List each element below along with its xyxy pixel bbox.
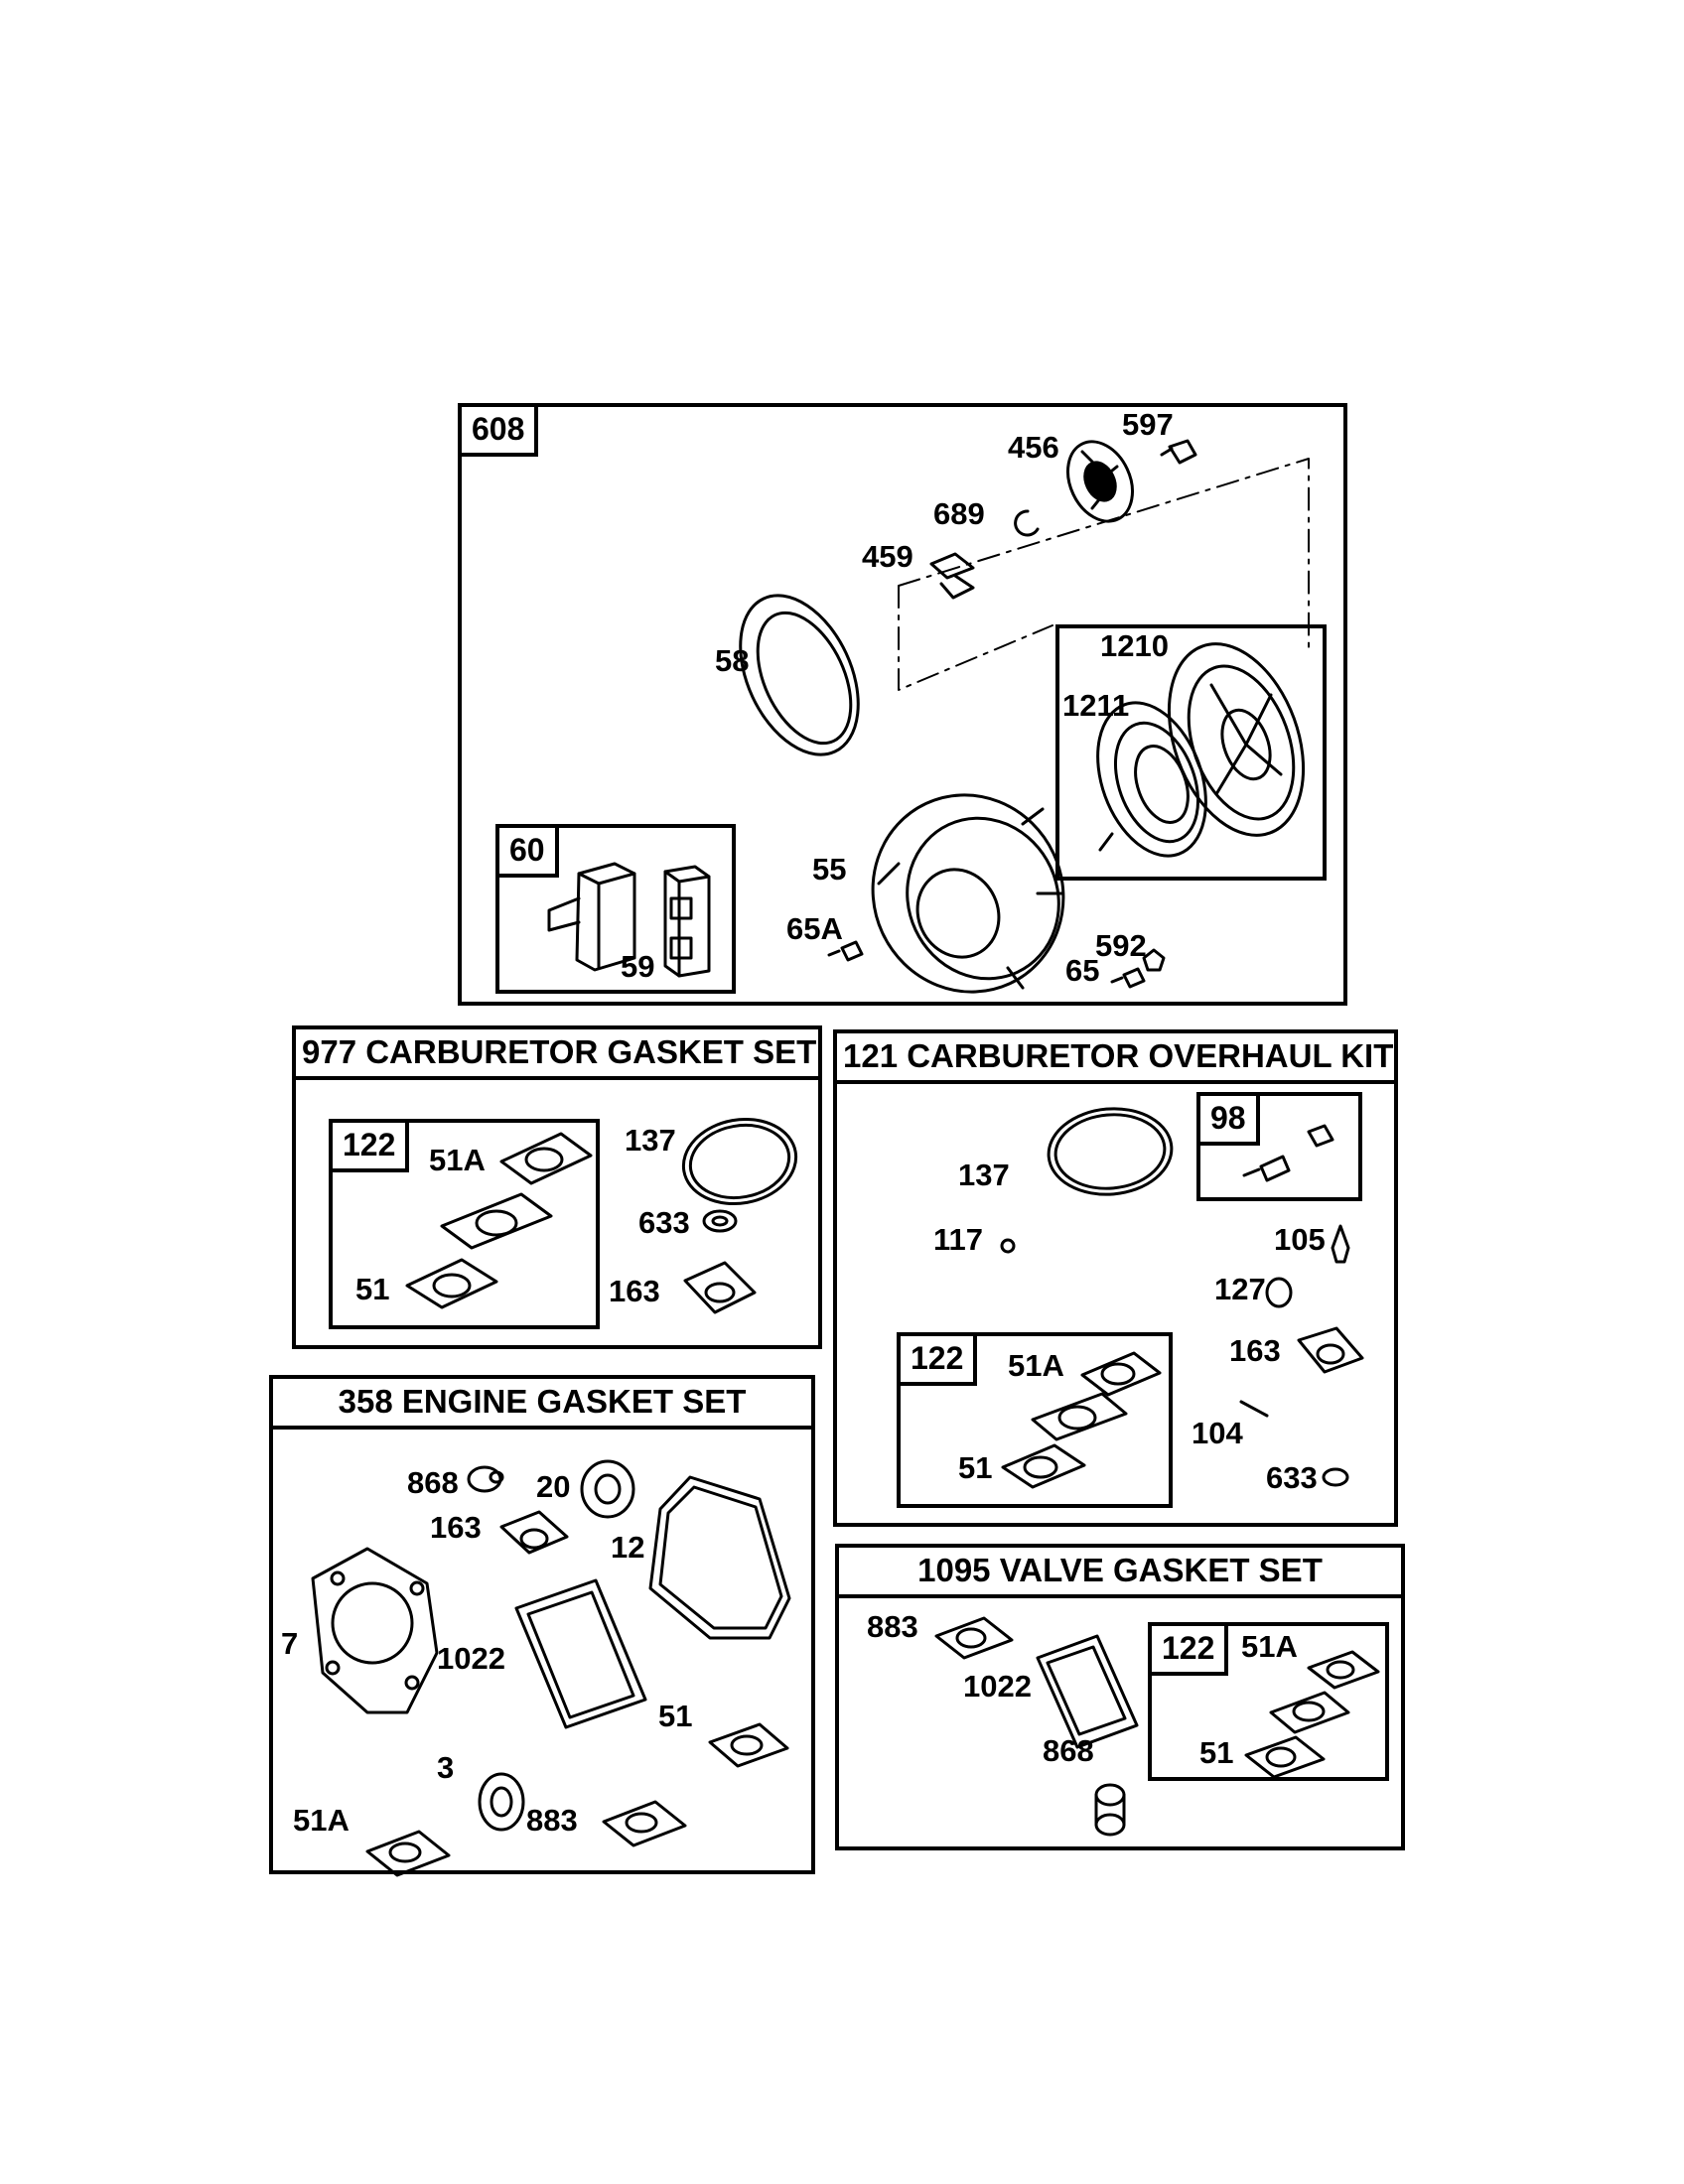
callout-1210[interactable]: 1210 [1100,628,1169,663]
callout-65[interactable]: 65 [1065,953,1100,988]
valve-kit-122-panel: 122 [1148,1622,1389,1781]
callout-engine-7[interactable]: 7 [281,1626,299,1661]
engine-gasket-set-panel: 358 ENGINE GASKET SET [269,1375,815,1874]
engine-gasket-set-title: 358 ENGINE GASKET SET [273,1379,811,1430]
callout-65A[interactable]: 65A [786,911,843,946]
callout-overhaul-163[interactable]: 163 [1229,1333,1281,1368]
callout-58[interactable]: 58 [715,643,750,678]
valve-gasket-set-title: 1095 VALVE GASKET SET [839,1548,1401,1598]
handle-kit-tag[interactable]: 60 [499,828,559,878]
callout-valve-kit-51A[interactable]: 51A [1241,1629,1298,1664]
callout-overhaul-105[interactable]: 105 [1274,1222,1326,1257]
carburetor-gasket-set-title: 977 CARBURETOR GASKET SET [296,1029,818,1080]
valve-kit-122-tag[interactable]: 122 [1152,1626,1229,1676]
carb-gasket-kit-tag[interactable]: 122 [333,1123,410,1172]
callout-valve-kit-51[interactable]: 51 [1199,1735,1234,1770]
callout-valve-1022[interactable]: 1022 [963,1669,1032,1704]
recoil-assembly-panel: 608 [458,403,1347,1006]
callout-valve-868[interactable]: 868 [1043,1733,1094,1768]
callout-459[interactable]: 459 [862,539,913,574]
callout-overhaul-137[interactable]: 137 [958,1158,1010,1192]
pulley-spring-subpanel [1055,624,1327,881]
callout-overhaul-kit-51A[interactable]: 51A [1008,1348,1064,1383]
carburetor-gasket-set-panel: 977 CARBURETOR GASKET SET [292,1025,822,1349]
callout-55[interactable]: 55 [812,852,847,887]
callout-overhaul-127[interactable]: 127 [1214,1272,1266,1306]
carb-gasket-kit-122-panel: 122 [329,1119,600,1329]
callout-overhaul-117[interactable]: 117 [933,1222,984,1257]
callout-engine-51A[interactable]: 51A [293,1803,350,1838]
callout-689[interactable]: 689 [933,496,985,531]
callout-engine-20[interactable]: 20 [536,1469,571,1504]
callout-valve-883[interactable]: 883 [867,1609,918,1644]
carburetor-overhaul-kit-panel: 121 CARBURETOR OVERHAUL KIT [833,1029,1398,1527]
overhaul-sub-kit-98-tag[interactable]: 98 [1200,1096,1260,1146]
callout-overhaul-kit-51[interactable]: 51 [958,1450,993,1485]
callout-engine-3[interactable]: 3 [437,1750,455,1785]
carburetor-overhaul-kit-title: 121 CARBURETOR OVERHAUL KIT [837,1033,1394,1084]
recoil-assembly-tag[interactable]: 608 [462,407,539,457]
callout-carb-set-51[interactable]: 51 [355,1272,390,1306]
overhaul-sub-kit-98-panel: 98 [1196,1092,1362,1201]
callout-engine-12[interactable]: 12 [611,1530,645,1565]
callout-carb-set-163[interactable]: 163 [609,1274,660,1308]
callout-engine-868[interactable]: 868 [407,1465,459,1500]
handle-kit-panel: 60 [495,824,736,994]
callout-456[interactable]: 456 [1008,430,1059,465]
callout-1211[interactable]: 1211 [1062,688,1130,723]
callout-engine-1022[interactable]: 1022 [437,1641,505,1676]
valve-gasket-set-panel: 1095 VALVE GASKET SET [835,1544,1405,1850]
callout-engine-163[interactable]: 163 [430,1510,482,1545]
callout-592[interactable]: 592 [1095,928,1147,963]
callout-engine-883[interactable]: 883 [526,1803,578,1838]
callout-carb-set-137[interactable]: 137 [625,1123,676,1158]
callout-59[interactable]: 59 [621,949,655,984]
overhaul-kit-122-tag[interactable]: 122 [901,1336,978,1386]
callout-carb-set-633[interactable]: 633 [638,1205,690,1240]
callout-overhaul-633[interactable]: 633 [1266,1460,1318,1495]
callout-carb-set-51A[interactable]: 51A [429,1143,486,1177]
callout-engine-51[interactable]: 51 [658,1699,693,1733]
callout-597[interactable]: 597 [1122,407,1174,442]
overhaul-kit-122-panel: 122 [897,1332,1173,1508]
callout-overhaul-104[interactable]: 104 [1192,1416,1243,1450]
